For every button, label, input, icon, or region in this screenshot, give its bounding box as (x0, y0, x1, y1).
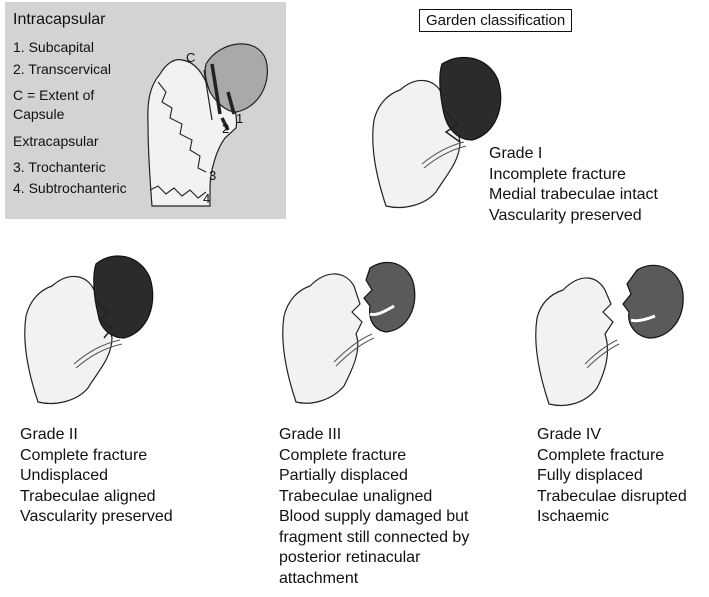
grade-1-name: Grade I (489, 144, 658, 165)
inset-marker-3: 3 (209, 168, 216, 183)
grade-4-femur (525, 250, 695, 420)
inset-marker-2: 2 (222, 121, 229, 136)
grade-3-head (364, 262, 415, 332)
grade-3-name: Grade III (279, 425, 469, 446)
grade-2-line-2: Undisplaced (20, 466, 173, 487)
grade-3-femur (270, 246, 430, 416)
inset-marker-4: 4 (203, 191, 210, 206)
grade-2-line-1: Complete fracture (20, 446, 173, 467)
inset-femur-diagram (0, 0, 290, 220)
grade-4-shaft (536, 278, 613, 405)
grade-3-shaft (283, 274, 362, 403)
grade-3-line-4: Blood supply damaged but (279, 507, 469, 528)
grade-4-line-3: Trabeculae disrupted (537, 487, 687, 508)
grade-2-name: Grade II (20, 425, 173, 446)
grade-4-head (623, 265, 683, 338)
grade-3-description: Grade III Complete fracture Partially di… (279, 425, 469, 589)
grade-3-line-7: attachment (279, 569, 469, 590)
grade-4-line-4: Ischaemic (537, 507, 687, 528)
grade-3-line-3: Trabeculae unaligned (279, 487, 469, 508)
inset-marker-1: 1 (236, 111, 243, 126)
inset-marker-c: C (186, 50, 195, 65)
grade-4-description: Grade IV Complete fracture Fully displac… (537, 425, 687, 528)
grade-3-line-1: Complete fracture (279, 446, 469, 467)
grade-2-line-4: Vascularity preserved (20, 507, 173, 528)
grade-1-line-2: Medial trabeculae intact (489, 185, 658, 206)
grade-4-line-1: Complete fracture (537, 446, 687, 467)
grade-2-description: Grade II Complete fracture Undisplaced T… (20, 425, 173, 528)
diagram-title: Garden classification (419, 9, 572, 32)
grade-1-line-1: Incomplete fracture (489, 165, 658, 186)
grade-2-femur (12, 246, 172, 416)
grade-2-line-3: Trabeculae aligned (20, 487, 173, 508)
grade-2-head (94, 256, 153, 338)
grade-3-line-2: Partially displaced (279, 466, 469, 487)
grade-3-line-5: fragment still connected by (279, 528, 469, 549)
grade-3-line-6: posterior retinacular (279, 548, 469, 569)
grade-4-line-2: Fully displaced (537, 466, 687, 487)
grade-4-name: Grade IV (537, 425, 687, 446)
grade-1-description: Grade I Incomplete fracture Medial trabe… (489, 144, 658, 226)
grade-1-line-3: Vascularity preserved (489, 206, 658, 227)
